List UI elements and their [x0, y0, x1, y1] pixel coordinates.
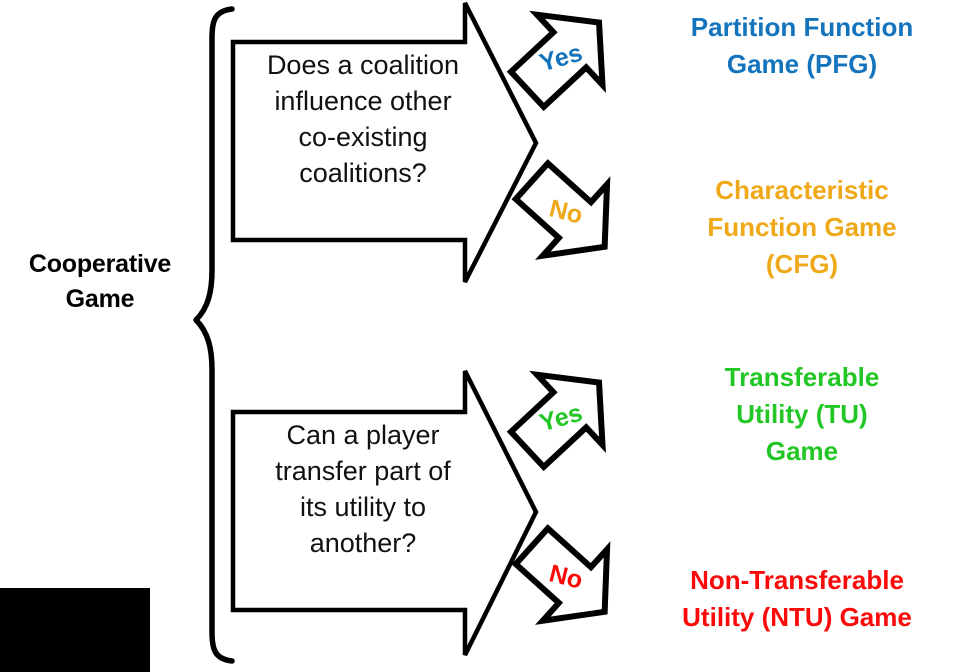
outcome-tu-line-1: Transferable: [724, 362, 880, 392]
outcome-transferable-utility-game: Transferable Utility (TU) Game: [630, 359, 974, 470]
question-1-line-3: co-existing: [298, 121, 428, 152]
badge-yes-branch-1: Yes: [501, 0, 621, 118]
outcome-tu-line-2: Utility (TU): [736, 398, 868, 429]
curly-brace-icon: [193, 6, 235, 664]
arrow-down-right-icon: [511, 524, 611, 625]
question-2-line-4: another?: [309, 527, 417, 558]
question-1-text: Does a coalition influence other co-exis…: [238, 48, 488, 192]
outcome-tu-line-3: Game: [765, 435, 839, 466]
root-label-line-1: Cooperative: [28, 250, 172, 278]
black-block: [0, 588, 150, 672]
question-2-text: Can a player transfer part of its utilit…: [238, 418, 488, 562]
outcome-pfg-line-1: Partition Function: [690, 12, 914, 42]
question-box-2: [230, 369, 539, 657]
question-2-line-1: Can a player: [286, 420, 440, 450]
badge-no-branch-2: No: [506, 517, 626, 637]
outcome-cfg-line-2: Function Game: [707, 211, 897, 242]
root-label: Cooperative Game: [0, 247, 200, 316]
question-1-line-4: coalitions?: [299, 157, 427, 188]
outcome-ntu-line-1: Non-Transferable: [690, 565, 904, 595]
badge-yes-branch-2: Yes: [501, 358, 621, 478]
question-2-line-2: transfer part of: [275, 455, 451, 486]
question-1-line-1: Does a coalition: [266, 50, 460, 80]
outcome-non-transferable-utility-game: Non-Transferable Utility (NTU) Game: [620, 562, 974, 636]
arrow-up-right-icon: [506, 370, 606, 472]
outcome-pfg-line-2: Game (PFG): [726, 48, 878, 79]
question-1-line-2: influence other: [274, 85, 452, 116]
question-2-line-3: its utility to: [299, 491, 427, 522]
outcome-characteristic-function-game: Characteristic Function Game (CFG): [630, 172, 974, 283]
outcome-cfg-line-1: Characteristic: [715, 175, 889, 205]
question-box-1: [230, 1, 539, 284]
outcome-cfg-line-3: (CFG): [765, 248, 839, 279]
arrow-up-right-icon: [506, 10, 606, 112]
outcome-partition-function-game: Partition Function Game (PFG): [630, 9, 974, 83]
outcome-ntu-line-2: Utility (NTU) Game: [682, 601, 912, 632]
root-label-line-2: Game: [65, 284, 135, 313]
arrow-down-right-icon: [511, 159, 611, 260]
badge-no-branch-1: No: [506, 152, 626, 272]
